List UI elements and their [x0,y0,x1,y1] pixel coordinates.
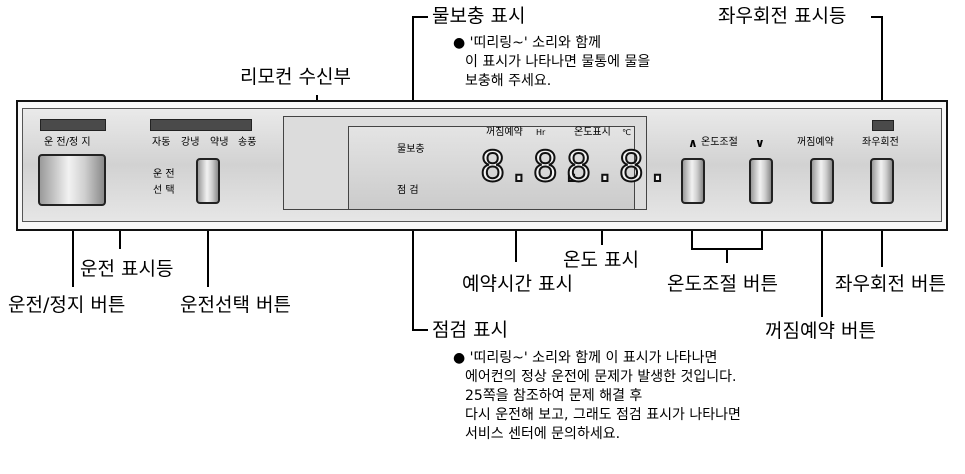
mode-select-label-2: 선 택 [153,185,175,196]
hour-unit: Hr [536,128,546,137]
arrow-down-icon: ∨ [755,136,765,150]
mode-lamp-bar [150,119,252,131]
off-timer-label: 꺼짐예약 [797,137,834,148]
water-refill-note-2: 이 표시가 나타나면 물통에 물을 [465,54,651,70]
check-indicator: 점 검 [397,185,419,196]
rotation-lamp-callout: 좌우회전 표시등 [718,5,847,27]
check-display-callout: 점검 표시 [432,319,508,341]
temp-up-button[interactable] [681,158,705,204]
check-note-5: 서비스 센터에 문의하세요. [465,426,621,442]
off-timer-button[interactable] [810,158,834,204]
onoff-lamp [40,119,106,131]
mode-label-fan: 송풍 [238,137,257,148]
water-refill-note-3: 보충해 주세요. [465,73,552,89]
check-note-3: 25쪽을 참조하여 문제 해결 후 [465,388,643,404]
temp-display-callout: 온도 표시 [563,249,639,271]
mode-label-strong: 강냉 [181,137,200,148]
check-note-2: 에어컨의 정상 운전에 문제가 발생한 것입니다. [465,369,737,385]
temp-indicator-label: 온도표시 [574,127,611,138]
arrow-up-icon: ∧ [688,136,698,150]
temp-buttons-callout: 온도조절 버튼 [667,273,778,295]
mode-button-callout: 운전선택 버튼 [180,294,291,316]
remote-receiver-callout: 리모컨 수신부 [240,66,351,88]
timer-digits: 8.8. [479,142,586,191]
mode-select-label-1: 운 전 [153,169,175,180]
water-refill-note-1: ● '띠리링~' 소리와 함께 [453,35,602,51]
onoff-label: 운 전/정 지 [44,137,91,148]
water-refill-indicator: 물보충 [397,144,425,155]
check-note-4: 다시 운전해 보고, 그래도 점검 표시가 나타나면 [465,407,741,423]
mode-label-auto: 자동 [152,137,171,148]
rotation-lamp [872,120,894,131]
rotation-button[interactable] [870,158,894,204]
display-screen [348,126,635,210]
rotation-button-callout: 좌우회전 버튼 [835,273,946,295]
off-timer-button-callout: 꺼짐예약 버튼 [765,320,876,342]
water-refill-callout: 물보충 표시 [432,5,526,27]
temp-digits: 8.8. [565,142,672,191]
temp-down-button[interactable] [749,158,773,204]
temp-control-label: 온도조절 [701,137,738,148]
operation-lamp-callout: 운전 표시등 [80,258,174,280]
onoff-button-callout: 운전/정지 버튼 [8,294,126,316]
off-timer-indicator: 꺼짐예약 [486,127,523,138]
mode-label-weak: 약냉 [210,137,229,148]
check-note-1: ● '띠리링~' 소리와 함께 이 표시가 나타나면 [453,350,718,366]
timer-display-callout: 예약시간 표시 [462,273,573,295]
rotation-label: 좌우회전 [862,137,899,148]
mode-select-button[interactable] [196,158,220,204]
onoff-button[interactable] [38,154,106,206]
celsius-unit: ℃ [622,128,631,137]
